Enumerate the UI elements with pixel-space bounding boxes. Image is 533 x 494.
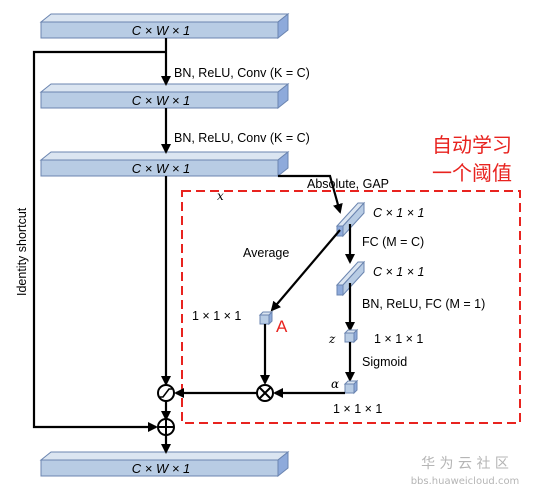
multiply-op <box>256 384 274 402</box>
slab-bottom: C × W × 1 <box>39 450 290 478</box>
gap-output-size: C × 1 × 1 <box>373 206 424 220</box>
alpha-cube <box>343 379 359 395</box>
alpha-size-label: 1 × 1 × 1 <box>333 402 382 416</box>
alpha-var-label: α <box>331 377 339 391</box>
identity-shortcut-line <box>32 50 166 432</box>
conv1-label: BN, ReLU, Conv (K = C) <box>174 66 310 80</box>
average-size-label: 1 × 1 × 1 <box>192 309 241 323</box>
x-var-label: x <box>217 189 224 203</box>
arrow-average <box>270 229 341 312</box>
conv2-label: BN, ReLU, Conv (K = C) <box>174 131 310 145</box>
fc1-label: FC (M = C) <box>362 235 424 249</box>
threshold-module-box <box>181 190 521 424</box>
slab-bottom-label: C × W × 1 <box>132 461 191 476</box>
slab-top-label: C × W × 1 <box>132 23 191 38</box>
slab-second: C × W × 1 <box>39 82 290 110</box>
identity-shortcut-label: Identity shortcut <box>15 207 29 296</box>
slab-top: C × W × 1 <box>39 12 290 40</box>
add-op <box>157 418 175 436</box>
z-size-label: 1 × 1 × 1 <box>374 332 423 346</box>
z-cube <box>343 328 359 344</box>
sigmoid-label: Sigmoid <box>362 355 407 369</box>
average-label: Average <box>243 246 289 260</box>
watermark-url: bbs.huaweicloud.com <box>411 476 520 487</box>
arrow-absolute-gap <box>278 174 343 214</box>
red-title-line1: 自动学习 <box>432 134 512 157</box>
A-label: A <box>276 317 288 336</box>
soft-threshold-op <box>157 384 175 402</box>
watermark-cn: 华 为 云 社 区 <box>421 456 509 472</box>
fc1-output-bar <box>335 260 366 297</box>
z-var-label: z <box>328 332 336 346</box>
slab-second-label: C × W × 1 <box>132 93 191 108</box>
fc2-label: BN, ReLU, FC (M = 1) <box>362 297 485 311</box>
slab-third-label: C × W × 1 <box>132 161 191 176</box>
average-cube <box>258 310 274 326</box>
fc1-output-size: C × 1 × 1 <box>373 265 424 279</box>
red-title-line2: 一个阈值 <box>432 162 512 185</box>
absolute-gap-label: Absolute, GAP <box>307 177 389 191</box>
slab-third: C × W × 1 <box>39 150 290 178</box>
